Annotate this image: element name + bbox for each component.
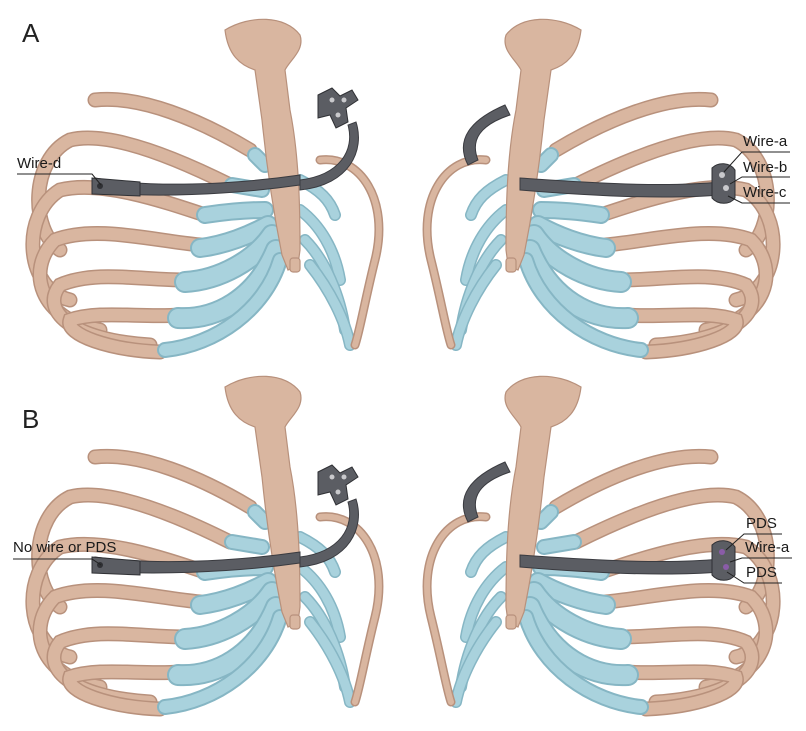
panel-letter-a: A [22,18,40,48]
label-text-wire-a-b: Wire-a [745,539,790,556]
label-text-pds-bottom: PDS [746,564,777,581]
label-text-wire-b: Wire-b [743,159,787,176]
panel-letter-b: B [22,404,39,434]
label-text-wire-a: Wire-a [743,133,788,150]
label-text-no-wire-or-pds: No wire or PDS [13,539,116,556]
label-text-wire-c: Wire-c [743,184,787,201]
panel-a: A Wire-d [17,18,790,352]
label-text-pds-top: PDS [746,515,777,532]
label-text-wire-d: Wire-d [17,155,61,172]
rib-cage-right-view-b [427,376,773,709]
panel-b: B No wire or PDS PDS [13,376,792,709]
